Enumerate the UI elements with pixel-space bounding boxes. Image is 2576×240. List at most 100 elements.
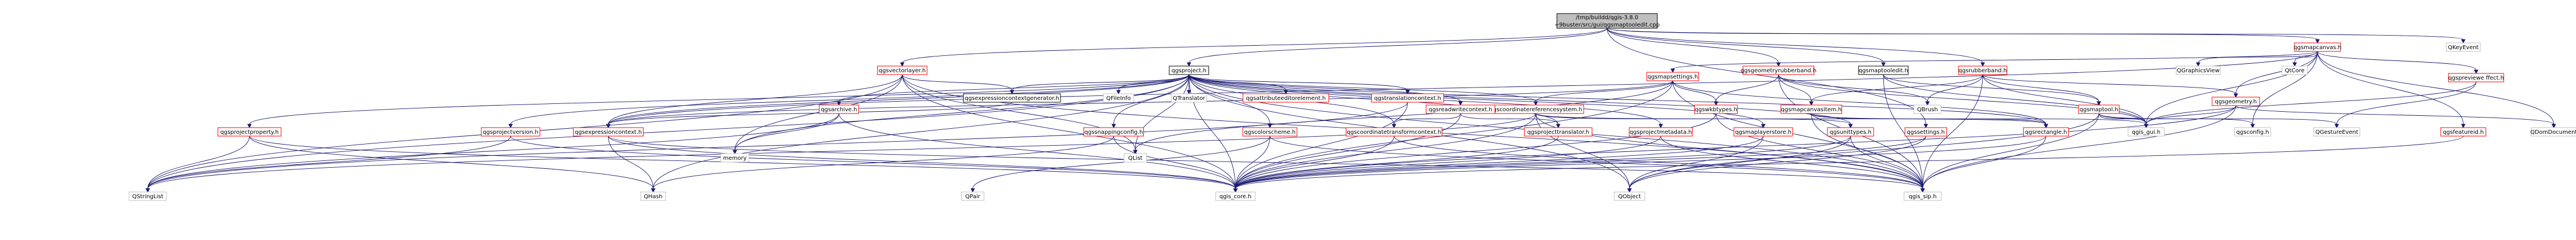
- graph-node-label: memory: [723, 155, 747, 162]
- graph-edge: [2250, 51, 2318, 128]
- graph-node-qgsunittypes-h[interactable]: qgsunittypes.h: [1827, 127, 1874, 137]
- graph-node-qgsmapcanvasitem-h[interactable]: qgsmapcanvasitem.h: [1780, 104, 1842, 114]
- graph-edge: [2334, 81, 2477, 128]
- graph-node-label: qgsmaplayerstore.h: [1735, 129, 1791, 136]
- graph-node-qgssnappingconfig-h[interactable]: qgssnappingconfig.h: [1083, 127, 1144, 137]
- graph-node-qgspreviewe-h[interactable]: qgspreviewe ffect.h: [2448, 73, 2504, 82]
- graph-node-qgsexpressioncontext-h[interactable]: qgsexpressioncontext.h: [573, 127, 644, 137]
- graph-node-qgsvectorlayer-h[interactable]: qgsvectorlayer.h: [877, 66, 928, 75]
- graph-node-qgsprojectversion-h[interactable]: qgsprojectversion.h: [481, 127, 540, 137]
- graph-edge: [1535, 113, 1853, 128]
- graph-node-qpair: QPair: [961, 191, 985, 201]
- graph-edge: [145, 113, 1536, 193]
- graph-node-qgssettings-h[interactable]: qgssettings.h: [1904, 127, 1947, 137]
- graph-edges: [145, 28, 2556, 193]
- graph-node-label: qgswkbtypes.h: [1695, 107, 1737, 113]
- graph-node-label: qgsmaptool.h: [2080, 107, 2119, 113]
- graph-edge: [1925, 74, 1983, 106]
- graph-node-qgis-sip-h: qgis_sip.h: [1904, 191, 1942, 201]
- graph-node-qgscoordinatereferencesystem-h[interactable]: qgscoordinatereferencesystem.h: [1487, 104, 1584, 114]
- graph-node-qgsexpressioncontextgenerator-h[interactable]: qgsexpressioncontextgenerator.h: [963, 93, 1061, 103]
- graph-node-qgskeyevent: QKeyEvent: [2446, 42, 2481, 52]
- graph-node-label: QFileInfo: [1106, 95, 1131, 102]
- graph-edge: [1672, 80, 2049, 128]
- graph-node-qgsconfig-h: qgsconfig.h: [2234, 127, 2271, 137]
- graph-node-label: QTranslator: [1173, 95, 1205, 102]
- graph-node-label: qgscoordinatetransformcontext.h: [1347, 129, 1441, 136]
- graph-node-qbrush: QBrush: [1913, 104, 1941, 114]
- graph-edge: [1188, 74, 1238, 193]
- graph-edge: [2235, 105, 2556, 128]
- graph-edge: [1111, 74, 1190, 128]
- graph-node-qgsmaplayerstore-h[interactable]: qgsmaplayerstore.h: [1733, 127, 1793, 137]
- graph-node-qgsrectangle-h[interactable]: qgsrectangle.h: [2023, 127, 2069, 137]
- graph-node-label: qgscoordinatereferencesystem.h: [1489, 107, 1582, 113]
- graph-node-qgsreadwritecontext-h[interactable]: qgsreadwritecontext.h: [1425, 104, 1495, 114]
- graph-node-qgsmapcanvas-h[interactable]: qgsmapcanvas.h: [2293, 42, 2341, 52]
- graph-edge: [1920, 105, 2236, 193]
- graph-node-label: QObject: [1618, 194, 1641, 200]
- graph-edge: [1186, 28, 1608, 67]
- graph-node-qgsfeatureid-h[interactable]: qgsfeatureid.h: [2440, 127, 2486, 137]
- graph-edge: [1982, 74, 2238, 98]
- graph-node-qgstranslationcontext-h[interactable]: qgstranslationcontext.h: [1371, 93, 1445, 103]
- graph-node-label: QStringList: [132, 194, 163, 200]
- graph-node-qgsmaptool-h[interactable]: qgsmaptool.h: [2078, 104, 2120, 114]
- graph-node-label: qgsgeometry.h: [2215, 99, 2257, 105]
- graph-edge: [1233, 105, 2236, 193]
- graph-node-label: qgsprojectmetadata.h: [1630, 129, 1692, 136]
- graph-node-label: qgsreadwritecontext.h: [1429, 107, 1492, 113]
- graph-node-qtranslator: QTranslator: [1171, 93, 1207, 103]
- graph-node-label: qgsexpressioncontextgenerator.h: [965, 95, 1059, 102]
- graph-node-label: QGestureEvent: [2315, 129, 2358, 136]
- graph-node-label: qgscolorscheme.h: [1244, 129, 1296, 136]
- graph-edge: [1188, 74, 1463, 106]
- graph-node-label: /tmp/buildd/qgis-3.8.0: [1576, 15, 1639, 21]
- graph-edge: [1606, 28, 2320, 43]
- graph-edge: [145, 102, 1408, 193]
- graph-edge: [902, 74, 1138, 154]
- graph-node-qgscolorscheme-h[interactable]: qgscolorscheme.h: [1242, 127, 1297, 137]
- graph-edge: [1606, 28, 2466, 43]
- graph-node-qgsprojecttranslator-h[interactable]: qgsprojecttranslator.h: [1524, 127, 1593, 137]
- graph-node-label: qgsproject.h: [1172, 68, 1206, 74]
- graph-node-qgsmaptooledit-h[interactable]: qgsmaptooledit.h: [1858, 66, 1909, 75]
- graph-node-qgsgeometry-h[interactable]: qgsgeometry.h: [2212, 97, 2260, 106]
- graph-edge: [970, 136, 1270, 193]
- graph-edge: [249, 136, 655, 193]
- graph-edge: [1606, 28, 1886, 67]
- graph-node-label: QPair: [965, 194, 980, 200]
- graph-node-label: qgsmapcanvas.h: [2293, 45, 2341, 51]
- graph-node-qgsproject-h[interactable]: qgsproject.h: [1169, 66, 1209, 75]
- graph-edge: [2143, 51, 2318, 128]
- graph-edge: [1982, 74, 2102, 106]
- graph-edge: [1133, 80, 1674, 154]
- graph-node-label: QBrush: [1917, 107, 1938, 113]
- graph-edge: [1672, 80, 1719, 106]
- graph-node-qgsgeometryrubberband-h[interactable]: qgsgeometryrubberband.h: [1741, 66, 1816, 75]
- graph-node-label: qgssnappingconfig.h: [1085, 129, 1143, 136]
- graph-edge: [1606, 28, 1985, 67]
- graph-node-qgsattributeeditorelement-h[interactable]: qgsattributeeditorelement.h: [1243, 93, 1329, 103]
- graph-edge: [1233, 136, 1394, 193]
- graph-node-qgswkbtypes-h[interactable]: qgswkbtypes.h: [1694, 104, 1738, 114]
- graph-node-qfileinfo: QFileInfo: [1103, 93, 1134, 103]
- graph-node-label: qgsmapcanvasitem.h: [1781, 107, 1842, 113]
- graph-node-qgscoordinatetransformcontext-h[interactable]: qgscoordinatetransformcontext.h: [1345, 127, 1442, 137]
- graph-node-root[interactable]: /tmp/buildd/qgis-3.8.0+9buster/src/gui/q…: [1555, 13, 1660, 29]
- graph-node-qgsprojectproperty-h[interactable]: qgsprojectproperty.h: [217, 127, 281, 137]
- graph-node-qgis-gui-h: qgis_gui.h: [2128, 127, 2165, 137]
- graph-node-label: QKeyEvent: [2448, 45, 2479, 51]
- graph-node-label: qgis_sip.h: [1909, 194, 1937, 200]
- graph-node-qgsprojectmetadata-h[interactable]: qgsprojectmetadata.h: [1628, 127, 1693, 137]
- graph-edge: [1850, 136, 1925, 193]
- graph-node-qgsrubberband-h[interactable]: qgsrubberband.h: [1958, 66, 2007, 75]
- graph-edge: [1113, 136, 1238, 193]
- graph-node-label: qgsunittypes.h: [1830, 129, 1872, 136]
- graph-edge: [606, 102, 1012, 128]
- graph-node-qgsmapsettings-h[interactable]: qgsmapsettings.h: [1646, 72, 1699, 81]
- graph-edge: [1606, 28, 1781, 67]
- graph-node-qgsarchive-h[interactable]: qgsarchive.h: [818, 104, 859, 114]
- graph-edge: [606, 51, 2318, 128]
- graph-edge: [1533, 80, 1674, 106]
